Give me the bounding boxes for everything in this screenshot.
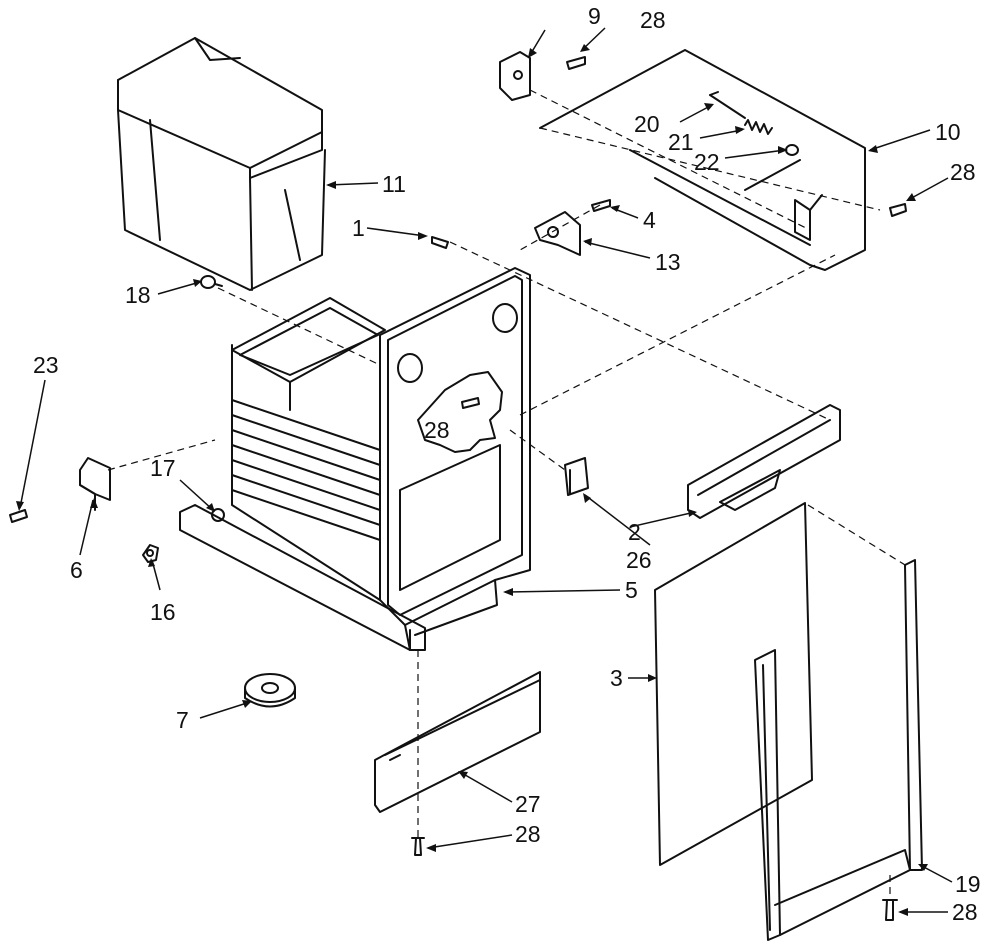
callout-13: 13: [655, 249, 681, 275]
callout-labels: 9 28 20 21 22 10 28 11 1 4 13 18 23 28 1…: [33, 3, 981, 925]
screw-part-28-right: [889, 203, 907, 217]
callout-21: 21: [668, 129, 694, 155]
part-2-rail: [687, 404, 841, 519]
part-13-latch-bracket: [534, 211, 581, 256]
callout-2: 2: [628, 519, 641, 545]
screw-part-28-center: [461, 397, 480, 409]
screw-part-4: [591, 199, 611, 212]
callout-18: 18: [125, 282, 151, 308]
cabinet-frame-assembly: [179, 267, 531, 651]
callout-28: 28: [424, 417, 450, 443]
callout-arrowheads: [16, 44, 928, 916]
part-9-hinge-bracket: [499, 51, 531, 101]
callout-1: 1: [352, 215, 365, 241]
callout-16: 16: [150, 599, 176, 625]
screw-part-28-lower-right: [882, 899, 898, 921]
callout-11: 11: [382, 171, 406, 197]
callout-10: 10: [935, 119, 961, 145]
screw-part-1: [431, 236, 449, 249]
screw-part-23: [9, 509, 28, 523]
callout-20: 20: [634, 111, 660, 137]
callout-28: 28: [950, 159, 976, 185]
callout-7: 7: [176, 707, 189, 733]
assembly-dashed-lines: [107, 89, 911, 900]
callout-22: 22: [694, 149, 720, 175]
part-11-bag-liner: [117, 37, 326, 291]
screw-part-18: [200, 275, 223, 289]
screw-part-28-top: [566, 56, 586, 70]
part-3-panel: [654, 502, 813, 866]
callout-26: 26: [626, 547, 652, 573]
callout-19: 19: [955, 871, 981, 897]
callout-3: 3: [610, 665, 623, 691]
callout-23: 23: [33, 352, 59, 378]
callout-27: 27: [515, 791, 541, 817]
part-7-wheel: [244, 673, 296, 708]
washer-part-17: [211, 508, 225, 522]
callout-28: 28: [640, 7, 666, 33]
part-19-frame: [754, 559, 923, 941]
callout-6: 6: [70, 557, 83, 583]
callout-17: 17: [150, 455, 176, 481]
callout-9: 9: [588, 3, 601, 29]
grommet-part-16: [142, 544, 159, 563]
callout-5: 5: [625, 577, 638, 603]
callout-4: 4: [643, 207, 656, 233]
part-26-clip: [564, 457, 589, 496]
callout-28: 28: [515, 821, 541, 847]
parts-20-21-22-pin-spring-washer: [709, 91, 799, 156]
screw-part-28-bottom: [411, 837, 425, 856]
part-10-top-cover: [539, 49, 866, 271]
callout-28: 28: [952, 899, 978, 925]
